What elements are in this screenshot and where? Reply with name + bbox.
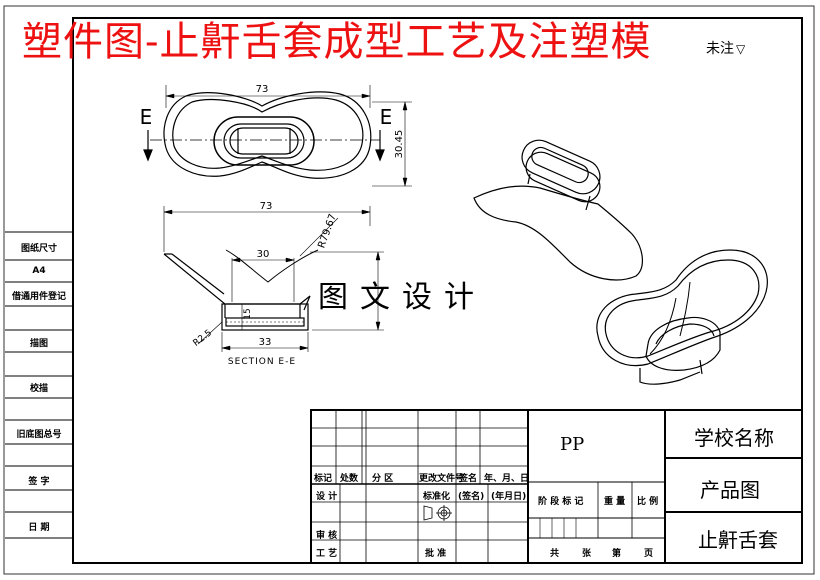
side-label-sheet-size: 图纸尺寸 [20,244,57,254]
sheets-unit: 张 [582,549,592,559]
side-label-signature: 签 字 [28,477,50,487]
iso-view-top [473,139,643,281]
side-label-check: 校描 [29,384,48,394]
row-mark-5: 年、月、日 [484,474,530,484]
front-dim-width: 73 [256,84,269,95]
design-label: 设 计 [316,492,338,502]
side-label-common-parts: 借通用件登记 [11,292,66,302]
section-dim-inner: 30 [257,249,270,260]
boss-outer [213,116,315,166]
section-dim-width: 73 [260,201,273,212]
side-label-a4: A4 [32,266,46,276]
corner-note-text: 未注 [706,41,734,57]
sheets-page: 页 [644,549,654,559]
surface-finish-icon: ▽ [736,42,746,56]
front-dim-height: 30.45 [394,130,405,159]
side-label-trace: 描图 [29,339,48,349]
approve-label: 批 准 [425,549,447,559]
title-block-grid [310,409,803,564]
date-label: (年月日) [491,492,527,502]
part-name: 止鼾舌套 [698,528,778,552]
iso-view-bottom [596,249,768,385]
section-marker-right: E [380,105,393,129]
watermark-text: 图文设计 [318,280,486,315]
row-mark-3: 更改文件号 [419,474,465,484]
section-dim-radius-large: R79.67 [316,213,339,250]
row-mark-2: 分 区 [372,474,394,484]
standardize-label: 标准化 [423,492,451,502]
section-dim-height: 15 [243,308,253,319]
projection-symbol [423,505,452,521]
section-dim-bottom: 33 [259,337,272,348]
corner-note: 未注▽ [706,38,745,58]
boss-inner [223,123,305,159]
outer-border [3,5,815,575]
section-dim-radius-small: R2.5 [192,328,214,349]
row-mark-4: 签名 [459,474,478,484]
side-column-grid [5,231,73,539]
section-label: SECTION E-E [228,357,296,367]
scale-header: 比 例 [637,497,659,507]
sheets-index: 第 [612,549,622,559]
sheets-total: 共 [550,549,560,559]
process-label: 工 艺 [316,549,338,559]
school-name: 学校名称 [694,426,774,450]
material-text: PP [560,434,585,455]
section-view [163,206,384,352]
banner-title: 塑件图-止鼾舌套成型工艺及注塑模 [22,19,652,65]
review-label: 审 核 [316,531,338,541]
sign-label: (签名) [458,492,485,502]
section-marker-left: E [140,105,153,129]
side-label-date: 日 期 [28,523,50,533]
side-label-old-number: 旧底图总号 [16,430,62,440]
drawing-type: 产品图 [700,478,760,502]
stage-mark-header: 阶 段 标 记 [538,497,584,507]
weight-header: 重 量 [604,497,626,507]
front-view [143,85,412,187]
row-mark-0: 标记 [314,474,333,484]
boss-inner-2 [229,127,299,155]
row-mark-1: 处数 [340,474,359,484]
